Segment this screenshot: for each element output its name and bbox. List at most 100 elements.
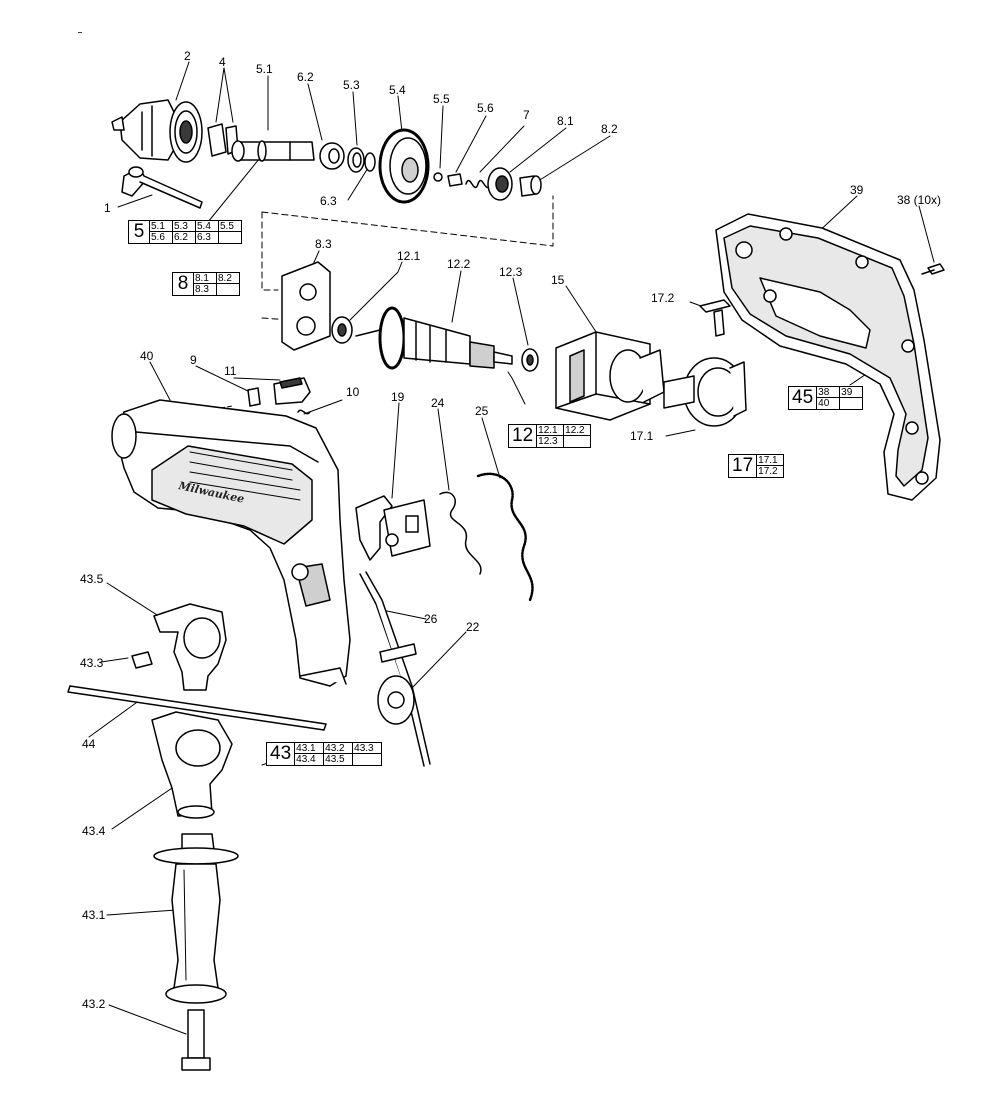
callout-40: 40 [140, 349, 154, 363]
kit-part: 6.2 [173, 232, 196, 243]
callout-43-1: 43.1 [82, 908, 106, 922]
wire-25 [476, 472, 534, 602]
kit-part [564, 436, 590, 447]
callout-5-1: 5.1 [256, 62, 273, 76]
callout-38: 38 (10x) [897, 193, 942, 207]
kit-parts: 5.1 5.3 5.4 5.5 5.6 6.2 6.3 [150, 221, 241, 243]
callout-17-2: 17.2 [651, 291, 675, 305]
kit-part: 8.2 [217, 273, 239, 284]
callout-6-2: 6.2 [297, 70, 314, 84]
kit-parts: 8.1 8.2 8.3 [194, 273, 239, 295]
housing-half [715, 213, 941, 501]
screw-38 [921, 263, 945, 275]
kit-parts: 38 39 40 [817, 387, 863, 409]
wire-24 [439, 491, 482, 575]
kit-part: 8.3 [194, 284, 217, 295]
kit-part: 5.1 [150, 221, 173, 232]
kit-number: 45 [789, 387, 818, 409]
pin-5-6 [447, 173, 463, 187]
armature [355, 306, 513, 370]
kit-part: 17.2 [758, 466, 778, 477]
kit-part: 40 [817, 398, 841, 409]
callout-9: 9 [190, 353, 197, 367]
callout-8-1: 8.1 [557, 114, 574, 128]
gear-5-4 [378, 128, 430, 204]
callout-6-3: 6.3 [320, 194, 337, 208]
kit-parts: 43.1 43.2 43.3 43.4 43.5 [295, 743, 382, 765]
power-cord [359, 571, 431, 767]
callout-5-5: 5.5 [433, 92, 450, 106]
kit-part: 43.3 [353, 743, 382, 754]
kit-part: 12.3 [537, 436, 565, 447]
kit-table-45: 45 38 39 40 [788, 386, 864, 410]
stator [555, 331, 665, 421]
trigger-switch [355, 495, 431, 561]
callout-12-3: 12.3 [499, 265, 523, 279]
kit-part: 5.4 [196, 221, 219, 232]
callout-43-3: 43.3 [80, 656, 104, 670]
callout-44: 44 [82, 737, 96, 751]
kit-part [840, 398, 862, 409]
callout-8-3: 8.3 [315, 237, 332, 251]
bearing-plate [281, 261, 331, 351]
callout-39: 39 [850, 183, 864, 197]
kit-part [353, 754, 381, 765]
kit-table-8: 8 8.1 8.2 8.3 [172, 272, 240, 296]
brush-holder [663, 357, 747, 427]
bolt [181, 1009, 211, 1071]
clip-9 [247, 387, 261, 407]
kit-part: 6.3 [196, 232, 219, 243]
ball-5-5 [433, 172, 443, 182]
callout-5-6: 5.6 [477, 101, 494, 115]
callout-11: 11 [224, 364, 237, 378]
chuck-key [121, 166, 203, 209]
kit-part: 43.1 [295, 743, 325, 754]
spindle [231, 140, 315, 162]
kit-number: 43 [267, 743, 296, 765]
callout-2: 2 [184, 49, 191, 63]
kit-part: 43.5 [324, 754, 354, 765]
callout-43-5: 43.5 [80, 572, 104, 586]
kit-part [219, 232, 241, 243]
bearing-12-1 [331, 316, 353, 344]
callout-8-2: 8.2 [601, 122, 618, 136]
callout-19: 19 [391, 390, 405, 404]
bushing-8-2 [519, 175, 542, 197]
kit-number: 5 [129, 221, 150, 243]
kit-part: 39 [840, 387, 863, 398]
callout-10: 10 [346, 385, 360, 399]
clamp-body [151, 711, 233, 819]
callout-25: 25 [475, 404, 489, 418]
housing-main [111, 399, 351, 687]
kit-part: 17.1 [757, 455, 784, 466]
callout-7: 7 [523, 108, 530, 122]
callout-24: 24 [431, 396, 445, 410]
chuck [111, 99, 203, 163]
kit-table-5: 5 5.1 5.3 5.4 5.5 5.6 6.2 6.3 [128, 220, 242, 244]
switch-button [273, 377, 311, 405]
bearing-8-1 [487, 167, 513, 201]
callout-1: 1 [104, 201, 111, 215]
nut-43-3 [131, 651, 153, 669]
spring-10 [297, 409, 311, 415]
depth-rod [67, 685, 327, 731]
kit-part: 5.6 [150, 232, 173, 243]
callout-43-2: 43.2 [82, 997, 106, 1011]
kit-parts: 17.1 17.2 [757, 455, 784, 477]
kit-parts: 12.1 12.2 12.3 [537, 425, 591, 447]
callout-22: 22 [466, 620, 480, 634]
kit-table-17: 17 17.1 17.2 [728, 454, 785, 478]
callout-5-3: 5.3 [343, 78, 360, 92]
kit-part: 43.2 [324, 743, 354, 754]
callout-5-4: 5.4 [389, 83, 406, 97]
kit-number: 17 [729, 455, 758, 477]
kit-number: 8 [173, 273, 194, 295]
kit-part: 5.5 [219, 221, 241, 232]
kit-table-12: 12 12.1 12.2 12.3 [508, 424, 592, 448]
callout-12-2: 12.2 [447, 257, 471, 271]
kit-part: 12.2 [564, 425, 591, 436]
callout-12-1: 12.1 [397, 249, 421, 263]
callout-4: 4 [219, 55, 226, 69]
